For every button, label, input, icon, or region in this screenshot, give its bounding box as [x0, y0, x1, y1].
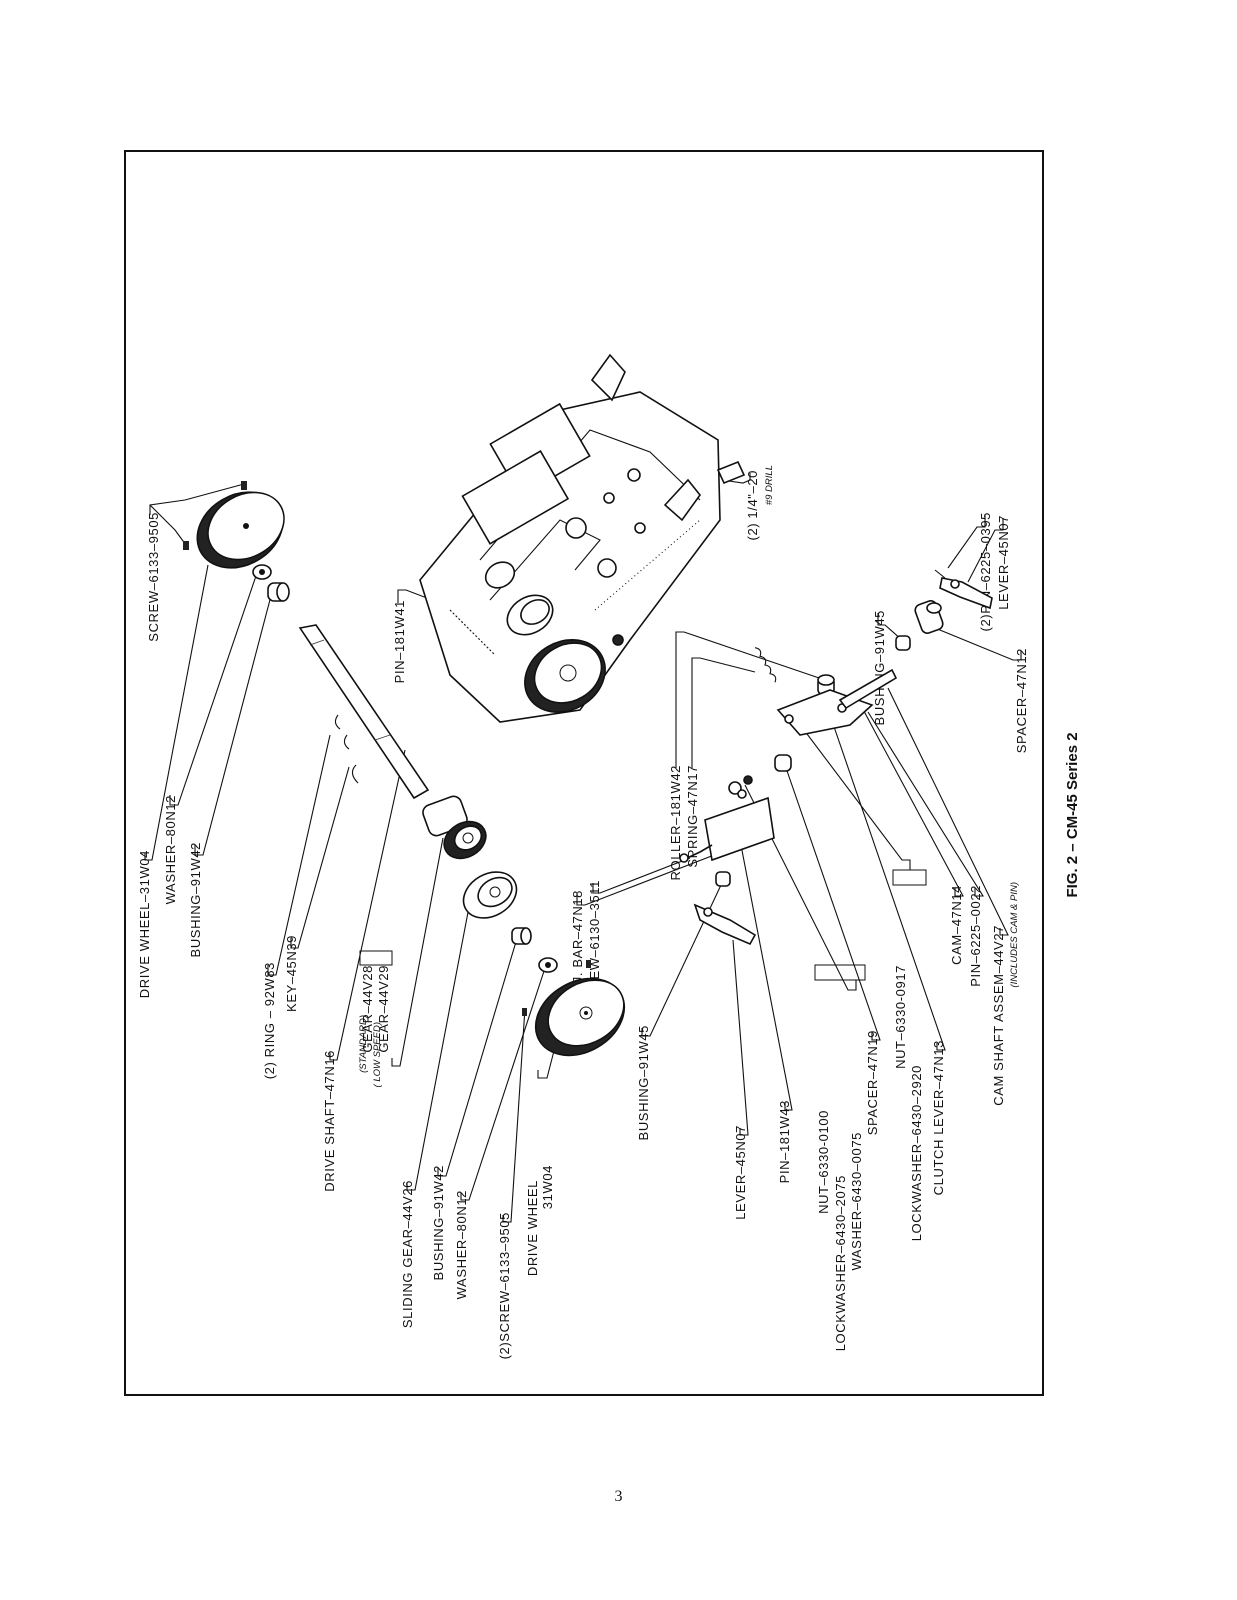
label-spring: SPRING–47N17: [685, 765, 700, 868]
ring-key: [334, 714, 359, 784]
label-drive-wheel-top: DRIVE WHEEL–31W04: [137, 850, 152, 998]
drive-shaft-labels: SCREW–6133–9505 DRIVE WHEEL–31W04 WASHER…: [137, 512, 555, 1359]
label-lockwasher-a: LOCKWASHER–6430–2075: [833, 1175, 848, 1351]
bushing-top: [267, 582, 290, 602]
drive-shaft: [298, 624, 430, 800]
nut-b-box: [892, 869, 927, 886]
label-tap-note-2: #9 DRILL: [764, 465, 775, 505]
label-key: KEY–45N39: [284, 935, 299, 1012]
screw-top-parts: [183, 481, 247, 550]
label-ring: (2) RING – 92W83: [262, 962, 277, 1079]
gear-number-box: [359, 950, 393, 966]
label-bushing-mid: BUSHING–91W42: [431, 1165, 446, 1280]
label-roller: ROLLER–181W42: [668, 765, 683, 880]
label-lockwasher-b: LOCKWASHER–6430–2920: [909, 1065, 924, 1241]
label-spacer-right: SPACER–47N12: [1014, 648, 1029, 753]
screw-adj: [679, 844, 713, 863]
lever-right: [939, 577, 993, 610]
bushing-mid: [511, 927, 532, 945]
label-gear-low-note: ( LOW SPEED): [372, 1022, 383, 1087]
clutch-assembly-labels: BUSHING–91W45 LEVER–45N07 PIN–181W43 NUT…: [570, 765, 1020, 1351]
leader-lines: [144, 473, 1022, 1223]
page-number: 3: [614, 1488, 623, 1505]
label-washer-mid: WASHER–80N12: [454, 1190, 469, 1299]
label-lever-right: LEVER–45N07: [996, 515, 1011, 610]
label-sliding-gear: SLIDING GEAR–44V26: [400, 1180, 415, 1328]
label-pin-top: PIN–181W41: [392, 600, 407, 683]
label-pin-lower: PIN–181W43: [777, 1100, 792, 1183]
figure-frame: [124, 150, 1044, 1396]
label-bushing-top: BUSHING–91W42: [188, 842, 203, 957]
label-brackets: [359, 869, 927, 981]
label-drive-shaft: DRIVE SHAFT–47N16: [322, 1050, 337, 1192]
label-cam-shaft: CAM SHAFT ASSEM–44V27: [991, 925, 1006, 1106]
label-adj-bar: ADJ. BAR–47N18: [570, 890, 585, 1002]
label-screw-top: SCREW–6133–9505: [146, 512, 161, 642]
adj-bar: [704, 775, 775, 862]
washer-top: [252, 564, 272, 580]
spacer-right: [914, 600, 944, 634]
label-lever-lower: LEVER–45N07: [733, 1125, 748, 1220]
label-gear-low: GEAR–44V29: [376, 965, 391, 1053]
spring: [754, 647, 777, 683]
label-drive-wheel-bottom-1: DRIVE WHEEL: [525, 1180, 540, 1276]
label-tap-note-1: (2) 1/4"–20: [745, 470, 760, 540]
label-screw-adj: SCREW–6130–3511: [587, 880, 602, 1009]
figure-caption: FIG. 2 – CM-45 Series 2: [1064, 732, 1081, 897]
sliding-gear: [462, 871, 518, 919]
label-clutch-lever: CLUTCH LEVER–47N13: [931, 1040, 946, 1195]
drive-wheel-top: [196, 491, 285, 569]
label-washer-a: WASHER–6430–0075: [849, 1132, 864, 1270]
label-cam: CAM–47N14: [949, 885, 964, 965]
label-pin-cam: PIN–6225–0022: [968, 885, 983, 987]
mechanism-housing: [419, 353, 746, 723]
label-nut-b: NUT–6330-0917: [893, 965, 908, 1069]
label-gear-standard-note: (STANDARD): [358, 1015, 369, 1073]
label-gear-standard: GEAR–44V28: [360, 965, 375, 1053]
gear-assembly: [422, 795, 487, 860]
label-nut-a: NUT–6330-0100: [816, 1110, 831, 1214]
label-drive-wheel-bottom-2: 31W04: [540, 1165, 555, 1209]
drive-wheel-bottom: [534, 977, 626, 1057]
label-spacer-lower: SPACER–47N19: [865, 1030, 880, 1135]
lever-lower: [693, 903, 757, 946]
nut-group-box: [814, 964, 866, 981]
spacer-lower: [774, 754, 792, 772]
bushing-right: [895, 635, 911, 651]
bushing-lower: [715, 871, 731, 887]
label-bushing-lower: BUSHING–91W45: [636, 1025, 651, 1140]
mechanism-labels: PIN–181W41 (2) 1/4"–20 #9 DRILL BUSHING–…: [392, 465, 1029, 753]
label-screw-mid: (2)SCREW–6133–9505: [497, 1212, 512, 1359]
washer-mid: [538, 957, 558, 973]
pin-right: [934, 569, 946, 579]
label-pin-right: (2)PIN–6225–0395: [978, 512, 993, 631]
label-bushing-right: BUSHING–91W45: [872, 610, 887, 725]
label-cam-shaft-note: (INCLUDES CAM & PIN): [1009, 882, 1020, 988]
label-washer-top: WASHER–80N12: [163, 795, 178, 904]
screw-mid-parts: [522, 960, 591, 1016]
cam-shaft: [838, 668, 898, 710]
